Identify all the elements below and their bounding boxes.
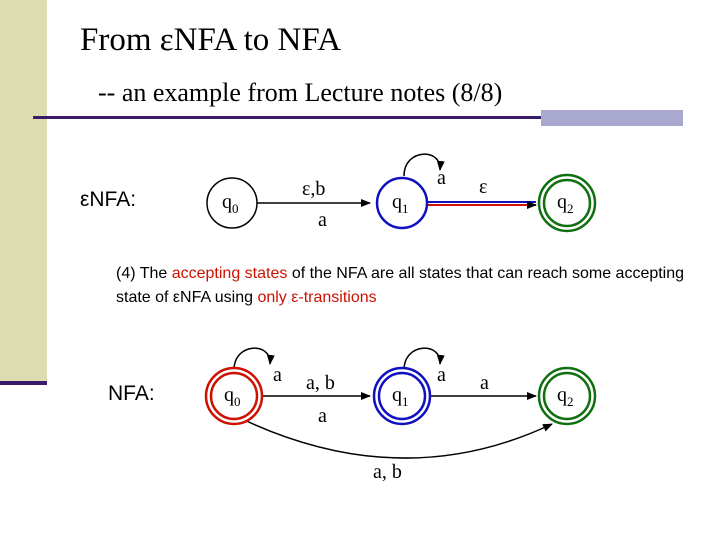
nfa-loop-q1-label: a (437, 364, 446, 386)
state-subscript: 0 (234, 394, 241, 409)
slide-sidebar-tick (0, 381, 47, 385)
enfa-edge-q1-q2-label: ε (479, 176, 487, 198)
slide-subtitle: -- an example from Lecture notes (8/8) (98, 78, 503, 107)
state-subscript: 2 (567, 201, 574, 216)
state-subscript: 0 (232, 201, 239, 216)
nfa-edge-q0-q2 (239, 417, 553, 459)
nfa-loop-q0 (233, 347, 275, 371)
enfa-edge-q0-q1-label-bottom: a (318, 209, 327, 231)
enfa-edge-q0-q1-label-top: ε,b (302, 178, 325, 200)
enfa-row-label: εNFA: (80, 188, 137, 211)
enfa-diagram: ε,b a a ε q0 q1 q2 (206, 153, 597, 233)
note-only-eps: only ε-transitions (257, 289, 377, 306)
slide-sidebar-bar (0, 0, 47, 383)
slide-title: From εNFA to NFA (80, 22, 342, 58)
state-subscript: 1 (402, 394, 409, 409)
enfa-loop-q1-label: a (437, 167, 446, 189)
nfa-state-q1: q1 (372, 366, 432, 426)
nfa-loop-q1 (403, 347, 445, 371)
enfa-state-q1: q1 (375, 176, 429, 230)
nfa-edge-q0-q1-label-bottom: a (318, 405, 327, 427)
state-subscript: 1 (402, 201, 409, 216)
nfa-state-q2: q2 (537, 366, 597, 426)
nfa-edge-q1-q2-label: a (480, 372, 489, 394)
state-subscript: 2 (567, 394, 574, 409)
nfa-edge-q0-q2-label: a, b (373, 461, 402, 483)
nfa-edge-q0-q1-label-top: a, b (306, 372, 335, 394)
nfa-row-label: NFA: (108, 382, 155, 405)
note-step: (4) The (116, 265, 168, 282)
nfa-loop-q0-label: a (273, 364, 282, 386)
step-note: (4) The accepting states of the NFA are … (116, 262, 716, 310)
enfa-state-q0: q0 (206, 177, 258, 229)
title-rule (33, 116, 541, 119)
enfa-loop-q1 (403, 153, 445, 177)
title-rule-accent (541, 110, 683, 126)
note-body: of the NFA are all states that can reach… (116, 265, 685, 306)
note-accepting-states: accepting states (171, 265, 288, 282)
enfa-state-q2: q2 (537, 173, 597, 233)
nfa-state-q0: q0 (204, 366, 264, 426)
nfa-diagram: a a, b a a a a, b q0 q1 q2 (204, 347, 597, 483)
